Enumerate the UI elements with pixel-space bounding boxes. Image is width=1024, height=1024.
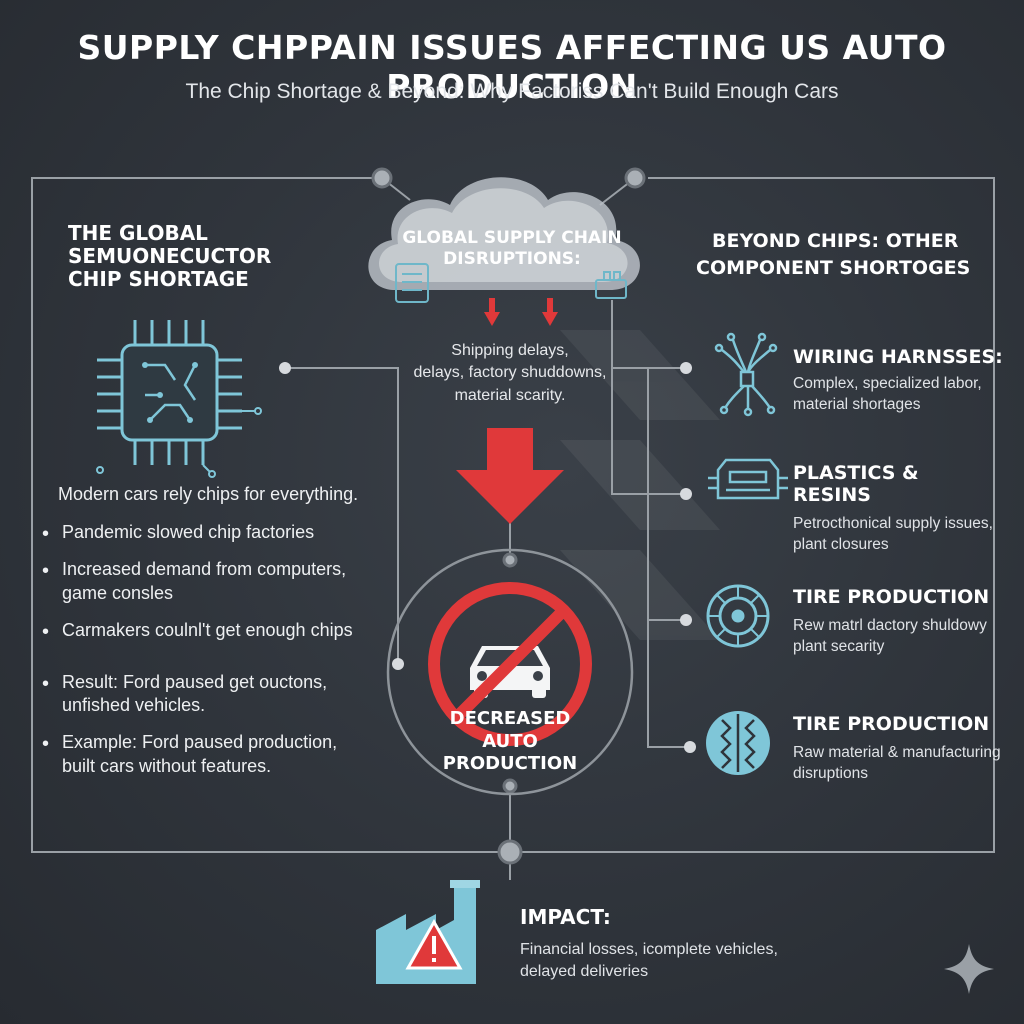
page-title: SUPPLY CHPPAIN ISSUES AFFECTING US AUTO … xyxy=(77,28,947,106)
item-desc: Rew matrl dactory shuldowy plant secarit… xyxy=(793,617,987,655)
item-desc: Complex, specialized labor, material sho… xyxy=(793,375,982,413)
left-intro: Modern cars rely chips for everything. xyxy=(58,484,359,504)
small-down-arrows xyxy=(484,298,558,326)
connector-dots xyxy=(371,167,646,865)
disruption-description-line-3: material scarity. xyxy=(454,386,566,404)
sparkle-icon xyxy=(944,944,994,994)
page-subtitle: The Chip Shortage & Beyond: Why Factoris… xyxy=(185,80,839,103)
battery-icon xyxy=(595,271,627,299)
component-item-tire: TIRE PRODUCTION Rew matrl dactory shuldo… xyxy=(793,586,998,658)
big-down-arrow xyxy=(456,428,564,524)
cloud-label-line-1: GLOBAL SUPPLY CHAIN xyxy=(402,228,622,248)
impact-desc-line-1: Financial losses, icomplete vehicles, xyxy=(520,941,778,958)
warning-icon xyxy=(405,918,463,970)
disruption-description: Shipping delays, delays, factory shuddow… xyxy=(400,340,620,407)
wiring-harness-icon xyxy=(714,332,778,417)
right-heading-line-2: COMPONENT SHORTOGES xyxy=(696,256,971,279)
small-dots xyxy=(279,362,696,753)
item-title: PLASTICS & RESINS xyxy=(793,462,919,506)
left-bullet-list: Pandemic slowed chip factories Increased… xyxy=(40,521,370,778)
list-item: Carmakers coulnl't get enough chips xyxy=(40,619,370,645)
cloud-label-line-2: DISRUPTIONS: xyxy=(443,249,581,270)
item-title: WIRING HARNSSES: xyxy=(793,346,1003,368)
calendar-icon xyxy=(395,263,429,303)
right-heading-line-1: BEYOND CHIPS: OTHER xyxy=(712,230,959,252)
decreased-production-label: DECREASED AUTO PRODUCTION xyxy=(410,708,610,776)
impact-desc: Financial losses, icomplete vehicles, de… xyxy=(520,939,860,982)
center-circle xyxy=(386,548,634,796)
right-heading: BEYOND CHIPS: OTHER COMPONENT SHORTOGES xyxy=(696,228,970,281)
background-decor xyxy=(560,330,720,640)
item-title: TIRE PRODUCTION xyxy=(793,713,990,735)
component-item-wiring: WIRING HARNSSES: Complex, specialized la… xyxy=(793,346,1008,416)
item-title: TIRE PRODUCTION xyxy=(793,586,990,608)
disruption-description-line-1: Shipping delays, xyxy=(451,342,569,359)
impact-title: IMPACT: xyxy=(520,905,611,929)
dashboard-panel-icon xyxy=(708,458,788,500)
item-desc: Petrocthonical supply issues, plant clos… xyxy=(793,515,993,553)
tire-icon xyxy=(706,584,770,648)
no-car-icon xyxy=(428,582,592,746)
list-item: Pandemic slowed chip factories xyxy=(40,521,370,547)
impact-section: IMPACT: Financial losses, icomplete vehi… xyxy=(520,905,860,982)
item-desc: Raw material & manufacturing disruptions xyxy=(793,744,1001,782)
result-line-1: DECREASED xyxy=(449,708,571,729)
component-item-plastics: PLASTICS & RESINS Petrocthonical supply … xyxy=(793,462,993,556)
cloud-label: GLOBAL SUPPLY CHAIN DISRUPTIONS: xyxy=(392,228,632,271)
tire-tread-icon xyxy=(706,711,770,775)
impact-desc-line-2: delayed deliveries xyxy=(520,962,649,980)
result-line-2: AUTO xyxy=(482,730,538,752)
left-heading-line-2: SEMUONECUCTOR xyxy=(68,244,272,268)
left-heading-line-3: CHIP SHORTAGE xyxy=(68,267,249,291)
left-heading-line-1: THE GLOBAL xyxy=(68,221,208,245)
disruption-description-line-2: delays, factory shuddowns, xyxy=(413,364,607,382)
list-item: Result: Ford paused get ouctons, unfishe… xyxy=(40,671,370,718)
list-item: Example: Ford paused production, built c… xyxy=(40,731,370,778)
result-line-3: PRODUCTION xyxy=(442,753,578,774)
left-heading: THE GLOBAL SEMUONECUCTOR CHIP SHORTAGE xyxy=(68,222,271,291)
list-item: Increased demand from computers, game co… xyxy=(40,558,370,605)
component-item-tire-tread: TIRE PRODUCTION Raw material & manufactu… xyxy=(793,713,1008,785)
microchip-icon xyxy=(96,320,262,478)
cloud-shape xyxy=(368,177,640,290)
